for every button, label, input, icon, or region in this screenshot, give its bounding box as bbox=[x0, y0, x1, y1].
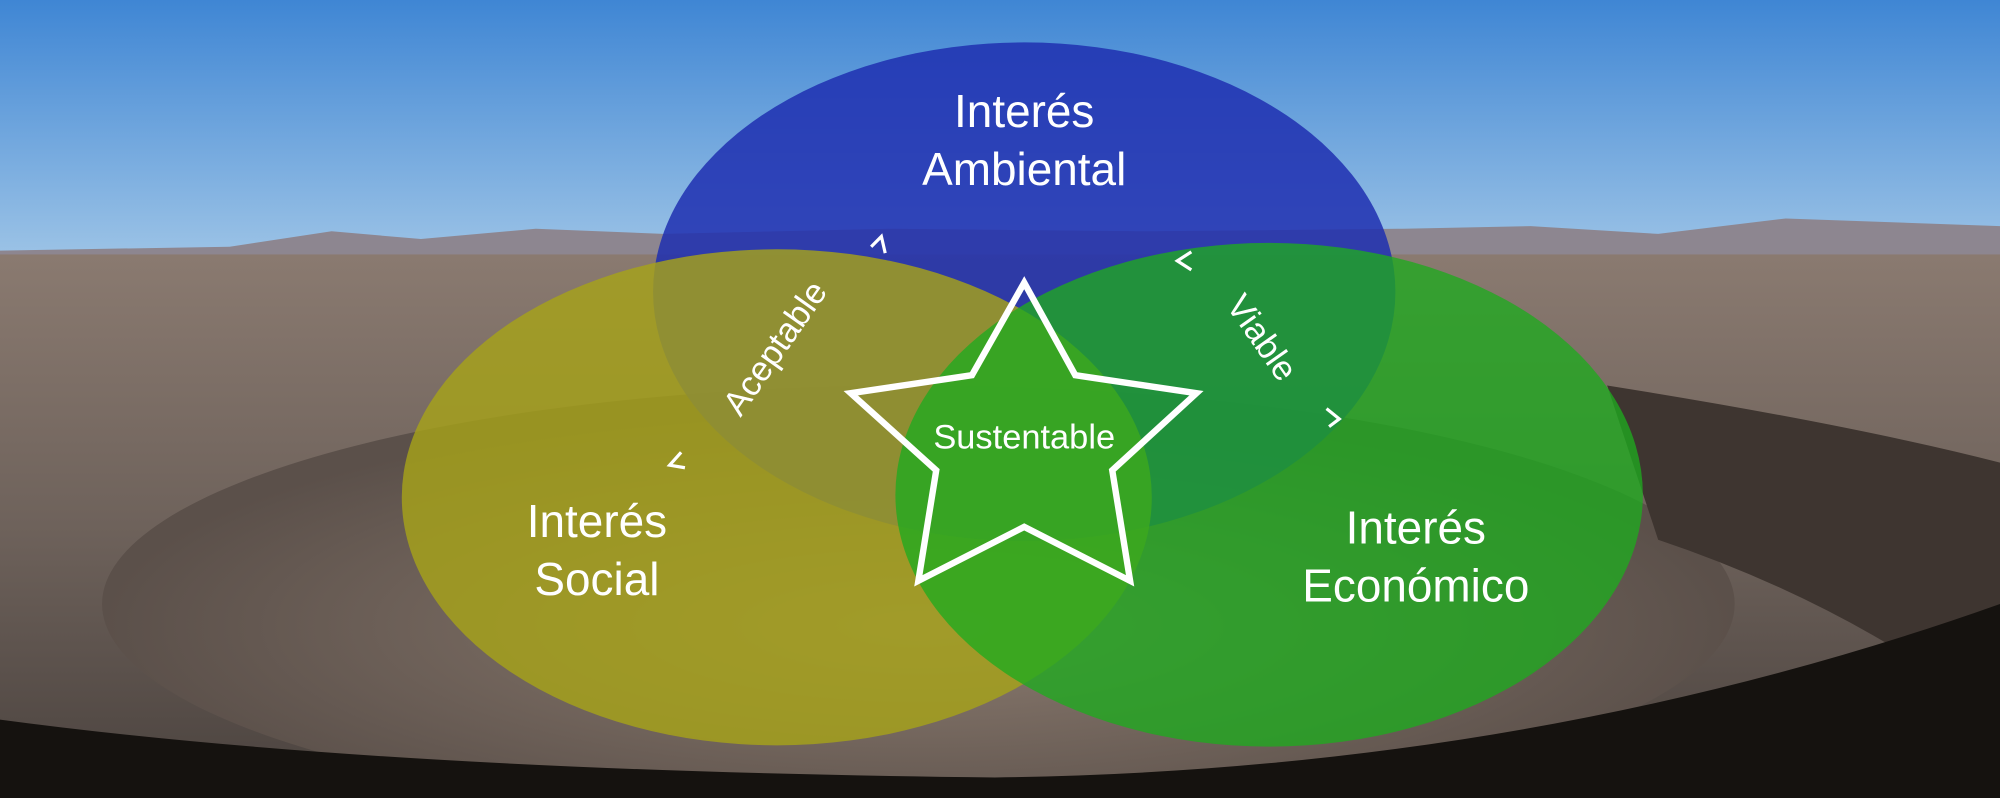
economico-label-line1: Interés bbox=[1346, 501, 1486, 553]
star-icon bbox=[843, 276, 1204, 587]
arrow-icon bbox=[870, 233, 887, 254]
arrow-icon bbox=[666, 451, 686, 470]
ambiental-label-line1: Interés bbox=[954, 85, 1094, 137]
ambiental-label-line2: Ambiental bbox=[922, 143, 1126, 195]
social-label-line2: Social bbox=[534, 553, 659, 605]
economico-label-line2: Económico bbox=[1302, 559, 1529, 611]
arrow-icon bbox=[1325, 407, 1342, 428]
circle-economico bbox=[895, 242, 1643, 747]
sustentable-label: Sustentable bbox=[933, 418, 1115, 456]
arrow-icon bbox=[1174, 250, 1193, 272]
social-label-line1: Interés bbox=[527, 495, 667, 547]
